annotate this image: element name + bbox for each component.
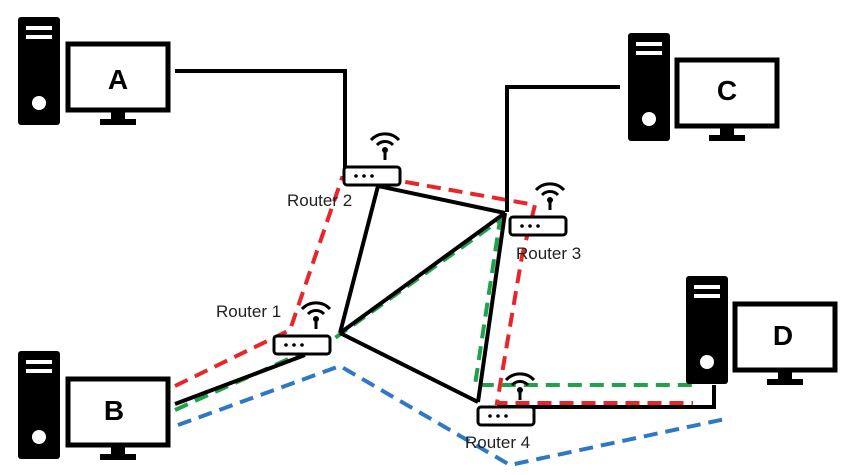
wifi-icon xyxy=(369,132,401,162)
router-3: Router 3 xyxy=(508,182,581,263)
router-icon xyxy=(476,405,536,427)
computer-b: B xyxy=(18,351,168,460)
computer-c: C xyxy=(628,33,777,141)
computer-a-label: A xyxy=(108,64,128,95)
computer-d: D xyxy=(686,276,835,385)
tower-icon xyxy=(18,17,60,125)
router-2-label: Router 2 xyxy=(287,191,352,210)
computer-a: A xyxy=(18,17,168,125)
router-3-label: Router 3 xyxy=(516,244,581,263)
router-icon xyxy=(508,215,568,237)
tower-icon xyxy=(628,33,670,141)
computer-d-label: D xyxy=(773,320,793,351)
router-1-label: Router 1 xyxy=(216,302,281,321)
tower-icon xyxy=(18,351,60,459)
router-1: Router 1 xyxy=(216,301,332,356)
router-icon xyxy=(342,165,402,187)
router-2: Router 2 xyxy=(287,132,402,210)
wifi-icon xyxy=(300,301,332,331)
link-lines xyxy=(174,69,716,409)
router-4: Router 4 xyxy=(465,372,536,452)
router-4-label: Router 4 xyxy=(465,433,530,452)
router-icon xyxy=(272,334,332,356)
path-blue xyxy=(177,363,731,468)
tower-icon xyxy=(686,276,728,384)
computer-b-label: B xyxy=(104,395,124,426)
computer-c-label: C xyxy=(717,75,737,106)
path-red xyxy=(174,175,693,405)
wifi-icon xyxy=(534,182,566,212)
